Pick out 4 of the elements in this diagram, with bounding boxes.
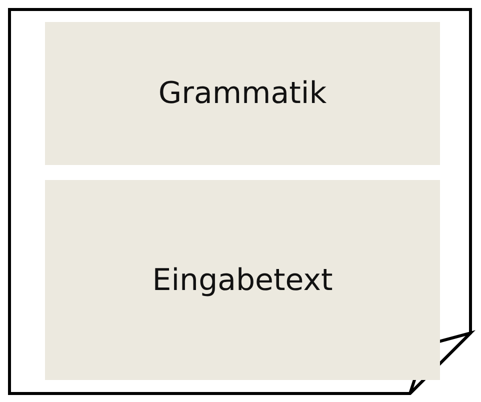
text-panel [45,180,440,380]
panel-label: Eingabetext [152,262,333,298]
text-panel [45,22,440,165]
panel-label: Grammatik [158,76,327,111]
